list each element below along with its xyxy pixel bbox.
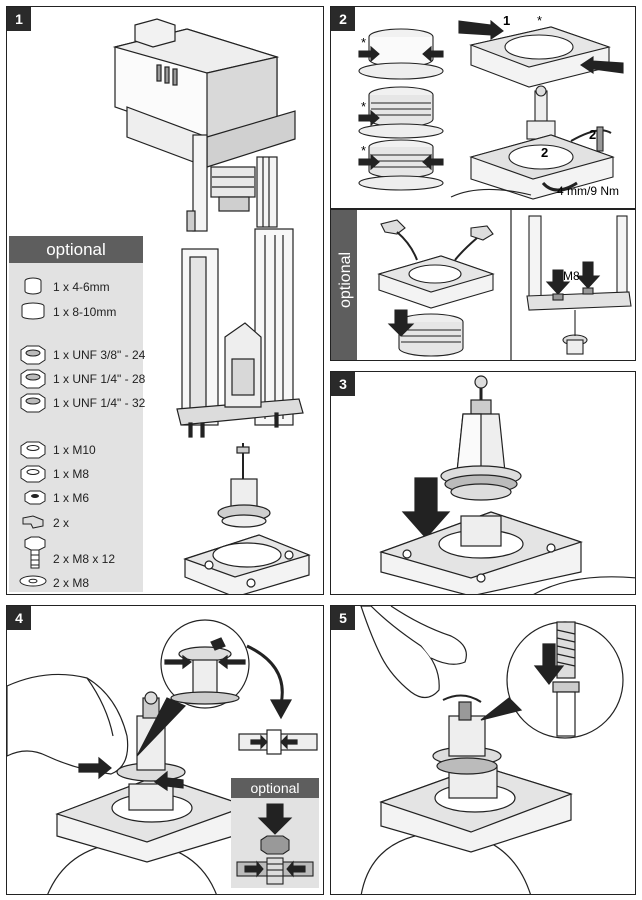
optional-item-label: 1 x 4-6mm xyxy=(53,280,110,294)
hex-nut-icon xyxy=(20,441,46,459)
step-number: 1 xyxy=(7,7,31,31)
asterisk-mark: * xyxy=(537,13,542,28)
callout-number: 2 xyxy=(541,145,548,160)
optional-parts-header: optional xyxy=(9,236,143,263)
spindle-connection-illustration xyxy=(360,606,624,894)
threaded-nut-icon xyxy=(20,393,46,413)
optional-item-label: 1 x UNF 1/4" - 32 xyxy=(53,396,146,410)
callout-number: 1 xyxy=(503,13,510,28)
callout-number: 2 xyxy=(589,127,596,142)
valve-neck-variants-illustration: 1 * * * * 2 2 4 mm/9 Nm xyxy=(358,13,624,200)
sleeve-large-icon xyxy=(21,302,45,320)
clip-insertion-illustration xyxy=(7,619,318,894)
step-number: 5 xyxy=(331,606,355,630)
optional-item-label: 1 x M10 xyxy=(53,443,96,457)
panel-step-5: 5 xyxy=(330,605,636,895)
panel-step-3: 3 xyxy=(330,371,636,595)
nut-fit-illustration xyxy=(236,803,314,885)
panel-step-4: 4 xyxy=(6,605,324,895)
asterisk-mark: * xyxy=(361,143,366,158)
asterisk-mark: * xyxy=(361,99,366,114)
step-number: 4 xyxy=(7,606,31,630)
hex-nut-small-icon xyxy=(24,490,46,505)
optional-nut-header: optional xyxy=(231,778,319,798)
optional-item-label: 1 x M6 xyxy=(53,491,90,505)
optional-item-label: 1 x UNF 3/8" - 24 xyxy=(53,348,146,362)
step-number: 2 xyxy=(331,7,355,31)
optional-item-label: 2 x M8 xyxy=(53,576,90,590)
optional-item-label: 1 x 8-10mm xyxy=(53,305,117,319)
threaded-nut-icon xyxy=(20,369,46,389)
optional-item-label: 1 x M8 xyxy=(53,467,90,481)
step-number: 3 xyxy=(331,372,355,396)
optional-side-label: optional xyxy=(337,252,354,308)
threaded-nut-icon xyxy=(20,345,46,365)
actuator-exploded-illustration xyxy=(112,18,311,594)
torque-spec: 4 mm/9 Nm xyxy=(557,184,619,198)
panel-step-2-optional: optional M8 xyxy=(330,209,636,361)
panel-step-2: 2 xyxy=(330,6,636,209)
clip-icon xyxy=(22,515,44,529)
sleeve-small-icon xyxy=(24,277,42,295)
hex-nut-icon xyxy=(20,465,46,483)
coupling-mount-illustration xyxy=(379,375,635,594)
optional-parts-box: optional 1 x 4-6mm 1 x 8-10mm 1 x UNF 3/… xyxy=(9,236,146,592)
washer-icon xyxy=(19,575,47,587)
m8-label: M8 xyxy=(563,269,580,283)
optional-item-label: 2 x M8 x 12 xyxy=(53,552,116,566)
optional-clip-illustration: optional M8 xyxy=(331,210,632,360)
optional-item-label: 2 x xyxy=(53,516,70,530)
bolt-icon xyxy=(24,536,46,569)
asterisk-mark: * xyxy=(361,35,366,50)
optional-nut-box: optional xyxy=(231,778,319,888)
optional-item-label: 1 x UNF 1/4" - 28 xyxy=(53,372,146,386)
panel-step-1: 1 xyxy=(6,6,324,595)
